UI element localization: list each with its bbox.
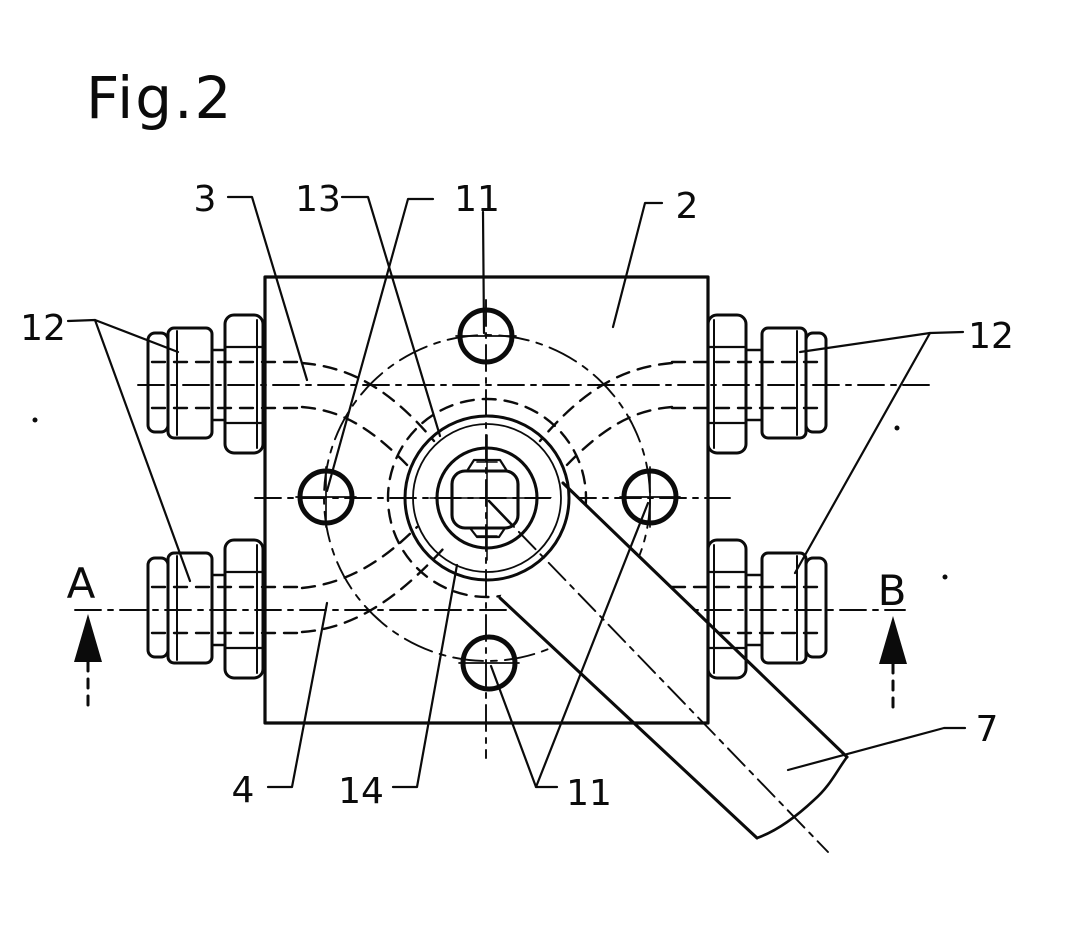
leader-4 — [266, 601, 329, 789]
port-fitting-upper-right — [706, 313, 828, 455]
lever-silhouette — [500, 483, 847, 838]
leader-12-left-lower — [93, 318, 192, 583]
section-arrow-a-icon — [74, 614, 102, 662]
ref-label-11-bottom: 11 — [566, 773, 612, 814]
bolt-hole-right — [619, 466, 681, 528]
channel-upper-left — [300, 361, 436, 443]
leader-11-bottom-right-hole — [534, 501, 650, 789]
lever-axis — [488, 500, 829, 853]
valve-body-outline — [263, 275, 710, 725]
leader-13 — [340, 195, 442, 438]
ref-label-12-left: 12 — [20, 308, 66, 349]
stem-square-drive — [450, 469, 520, 530]
leader-14 — [391, 563, 459, 789]
ref-label-3: 3 — [194, 179, 217, 220]
mounting-bolt-holes — [295, 307, 681, 692]
bolt-hole-top — [455, 307, 517, 365]
ref-label-2: 2 — [676, 186, 699, 227]
scan-specks — [32, 417, 948, 580]
leader-lines — [66, 195, 967, 789]
leader-11-top-left-hole — [325, 197, 435, 493]
leader-12-right-lower — [793, 331, 932, 575]
leader-2 — [611, 201, 664, 329]
stem-bottom-notch — [468, 526, 507, 539]
section-marker-a — [74, 614, 102, 710]
lever-end-break — [755, 755, 849, 840]
channel-lower-left — [300, 525, 419, 590]
ref-label-12-right: 12 — [968, 316, 1014, 357]
section-label-a: A — [67, 559, 96, 608]
lever-handle — [498, 481, 849, 840]
figure-labels: Fig.2 3 13 11 2 12 12 4 14 11 7 A B — [20, 64, 1014, 814]
leader-12-left-upper — [66, 318, 180, 354]
port-fitting-lower-right — [706, 538, 828, 680]
port-fitting-upper-left — [146, 313, 265, 455]
ref-label-14: 14 — [338, 771, 384, 812]
section-marker-b — [879, 616, 907, 714]
ref-label-13: 13 — [295, 179, 341, 220]
leader-3 — [226, 195, 309, 382]
bolt-hole-left — [295, 466, 357, 528]
lever-upper-edge — [561, 481, 849, 759]
section-label-b: B — [878, 566, 907, 615]
leader-7 — [786, 726, 967, 772]
hidden-cavity-circle — [386, 397, 588, 599]
figure-title: Fig.2 — [86, 64, 233, 132]
bolt-hole-bottom — [458, 634, 520, 692]
ref-label-4: 4 — [232, 770, 255, 811]
ref-label-11-top: 11 — [454, 179, 500, 220]
lever-lower-edge — [498, 596, 759, 840]
port-fitting-lower-left — [146, 538, 265, 680]
leader-11-top-top-hole — [481, 210, 486, 335]
ref-label-7: 7 — [976, 709, 999, 750]
channel-upper-right — [538, 361, 674, 443]
section-arrow-b-icon — [879, 616, 907, 664]
stem-boss — [403, 414, 571, 582]
